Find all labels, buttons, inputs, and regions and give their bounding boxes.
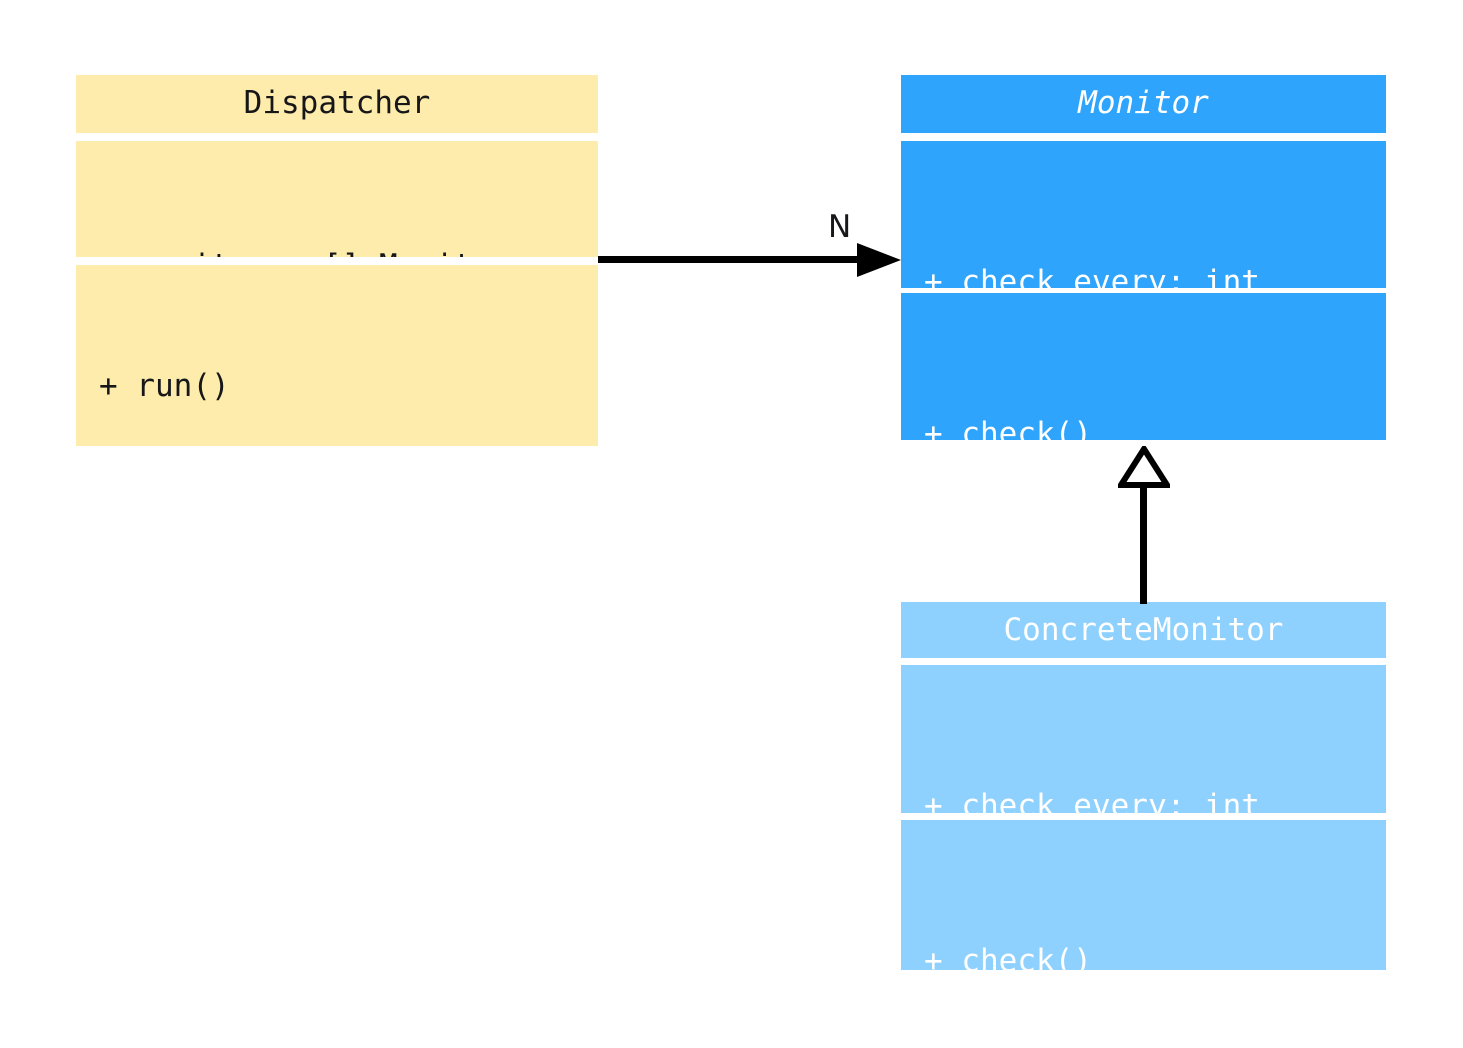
class-box-dispatcher[interactable]: Dispatcher + monitors: [] Monitor + run(… xyxy=(76,75,598,446)
class-attributes-monitor: + check_every: int xyxy=(901,141,1386,288)
attribute-item: + check_every: int xyxy=(924,264,1260,289)
method-item: + run() xyxy=(99,368,230,404)
class-name-dispatcher: Dispatcher xyxy=(243,85,431,121)
class-name-monitor: Monitor xyxy=(1078,85,1209,121)
method-list-monitor: + check() xyxy=(901,293,1386,441)
class-attributes-concrete-monitor: + check_every: int xyxy=(901,665,1386,813)
class-name-concrete-monitor: ConcreteMonitor xyxy=(1003,612,1284,648)
association-multiplicity-label: N xyxy=(828,209,852,245)
method-list-concrete-monitor: + check() xyxy=(901,820,1386,971)
method-item: + check() xyxy=(924,943,1092,971)
method-item: + check() xyxy=(924,416,1092,441)
inheritance-triangle-icon xyxy=(1118,446,1170,488)
attribute-list-monitor: + check_every: int xyxy=(901,141,1386,289)
class-methods-dispatcher: + run() + start() + stop() xyxy=(76,265,598,446)
class-header-monitor: Monitor xyxy=(901,75,1386,133)
attribute-item: + monitors: [] Monitor xyxy=(99,249,598,258)
class-header-concrete-monitor: ConcreteMonitor xyxy=(901,602,1386,658)
generalization-line-concrete-monitor xyxy=(1140,484,1147,604)
attribute-list-dispatcher: + monitors: [] Monitor xyxy=(76,141,598,258)
association-arrowhead-icon xyxy=(857,243,901,277)
class-box-monitor[interactable]: Monitor + check_every: int + check() xyxy=(901,75,1386,440)
association-line-dispatcher-monitor xyxy=(598,256,881,263)
attribute-item: + check_every: int xyxy=(924,788,1260,814)
class-header-dispatcher: Dispatcher xyxy=(76,75,598,133)
attribute-list-concrete-monitor: + check_every: int xyxy=(901,665,1386,814)
class-box-concrete-monitor[interactable]: ConcreteMonitor + check_every: int + che… xyxy=(901,602,1386,970)
class-methods-concrete-monitor: + check() xyxy=(901,820,1386,970)
class-attributes-dispatcher: + monitors: [] Monitor xyxy=(76,141,598,257)
method-list-dispatcher: + run() + start() + stop() xyxy=(76,265,598,446)
class-methods-monitor: + check() xyxy=(901,293,1386,440)
